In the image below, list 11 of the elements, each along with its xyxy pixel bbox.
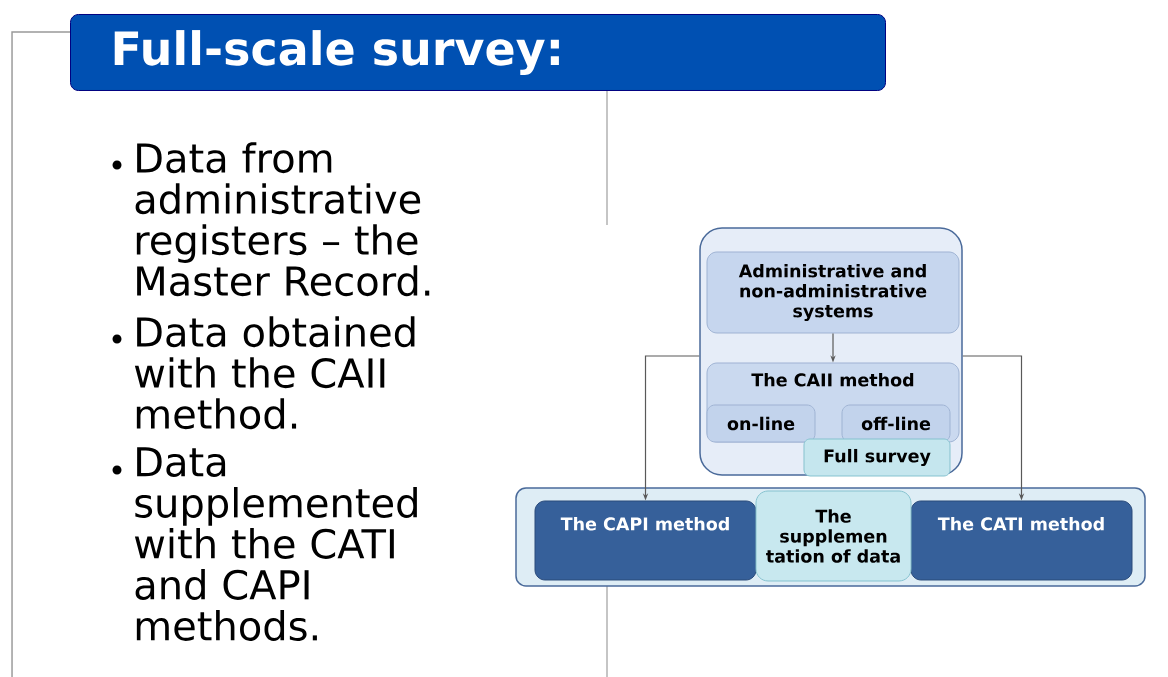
process-box: The CAPI method bbox=[534, 500, 757, 581]
process-box: on-line bbox=[706, 404, 816, 443]
bullet-text: Data supplemented with the CATI and CAPI methods. bbox=[134, 447, 417, 641]
process-box: off-line bbox=[841, 404, 951, 443]
process-box: Full survey bbox=[803, 438, 951, 477]
bullet-text: Data obtained with the CAII method. bbox=[134, 316, 415, 430]
bullet-text: Data from administrative registers – the Master Record. bbox=[135, 142, 430, 297]
process-box: The supplemen tation of data bbox=[755, 490, 912, 582]
process-box: The CATI method bbox=[910, 500, 1133, 581]
title-banner: Full-scale survey: bbox=[70, 14, 886, 91]
process-box: Administrative and non-administrative systems bbox=[706, 251, 960, 334]
